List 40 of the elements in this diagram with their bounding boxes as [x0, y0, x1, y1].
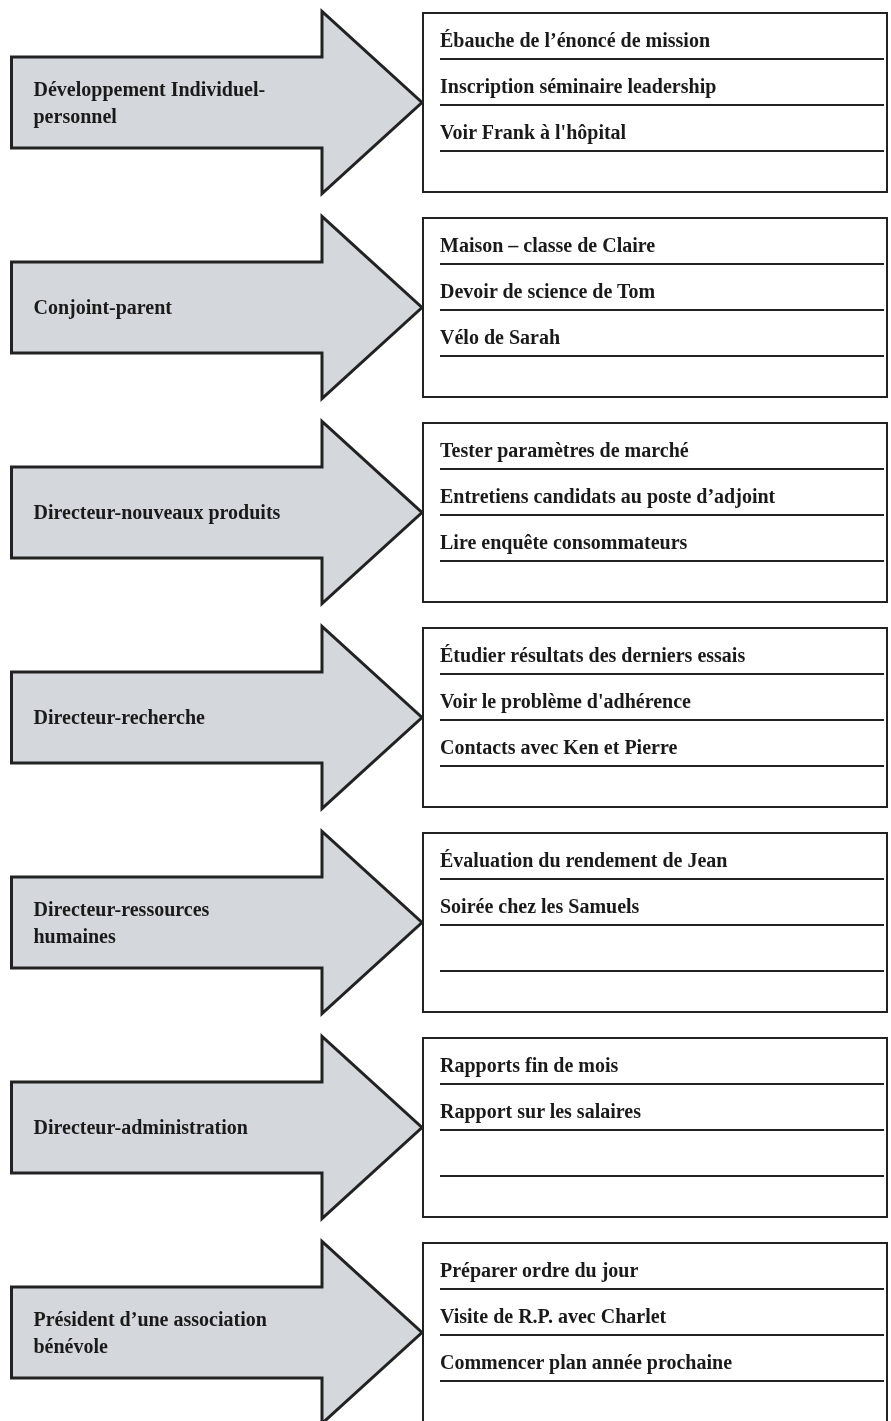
list-item: Préparer ordre du jour — [440, 1258, 639, 1282]
edge-label: Directeur-nouveaux produits — [33, 500, 282, 526]
list-item: Contacts avec Ken et Pierre — [440, 735, 678, 759]
list-item: Lire enquête consommateurs — [440, 530, 688, 554]
block-arrow — [10, 418, 425, 607]
edge-label: Développement Individuel-personnel — [33, 76, 267, 130]
list-item: Inscription séminaire leadership — [440, 74, 717, 98]
block-arrow — [10, 623, 425, 812]
list-box — [422, 832, 888, 1013]
list-item: Rapports fin de mois — [440, 1053, 619, 1077]
list-box — [422, 422, 888, 603]
block-arrow — [10, 8, 425, 197]
list-item: Vélo de Sarah — [440, 325, 560, 349]
list-item: Voir Frank à l'hôpital — [440, 120, 627, 144]
block-arrow — [10, 1238, 425, 1421]
list-box — [422, 12, 888, 193]
list-box — [422, 627, 888, 808]
list-box — [422, 1037, 888, 1218]
block-arrow — [10, 828, 425, 1017]
block-arrow — [10, 1033, 425, 1222]
list-item: Évaluation du rendement de Jean — [440, 848, 728, 872]
list-box — [422, 1242, 888, 1421]
list-item: Étudier résultats des derniers essais — [440, 643, 746, 667]
list-item: Ébauche de l’énoncé de mission — [440, 28, 711, 52]
edge-label: Président d’une association bénévole — [33, 1306, 268, 1359]
list-item: Visite de R.P. avec Charlet — [440, 1304, 667, 1328]
edge-label: Directeur-administration — [33, 1115, 249, 1140]
list-item: Commencer plan année prochaine — [440, 1350, 733, 1374]
edge-label: Directeur-ressources humaines — [33, 896, 211, 949]
list-item: Maison – classe de Claire — [440, 233, 656, 257]
list-box — [422, 217, 888, 398]
list-item: Tester paramètres de marché — [440, 438, 689, 462]
list-item: Rapport sur les salaires — [440, 1099, 641, 1123]
edge-label: Directeur-recherche — [33, 705, 206, 730]
edge-label: Conjoint-parent — [33, 295, 174, 321]
list-item: Soirée chez les Samuels — [440, 894, 640, 918]
list-item: Entretiens candidats au poste d’adjoint — [440, 484, 776, 508]
block-arrow — [10, 213, 425, 402]
list-item: Devoir de science de Tom — [440, 279, 656, 303]
list-item: Voir le problème d'adhérence — [440, 689, 691, 713]
